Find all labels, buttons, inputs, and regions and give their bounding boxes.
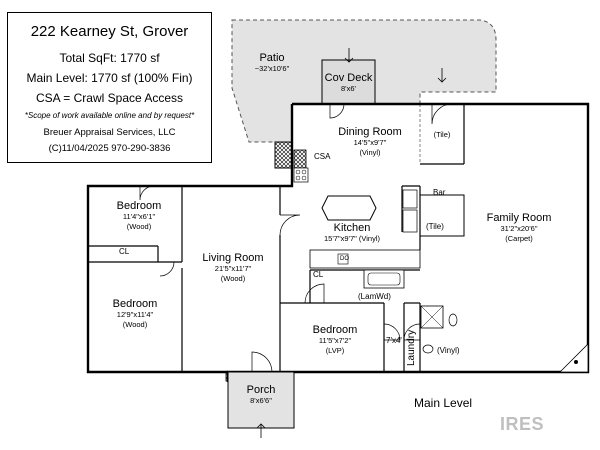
main-level-sqft: Main Level: 1770 sf (100% Fin) (26, 71, 193, 85)
fridge (402, 209, 418, 233)
kitchen-island (321, 195, 377, 221)
do-label: DO (340, 256, 349, 262)
info-box: 222 Kearney St, Grover Total SqFt: 1770 … (7, 12, 212, 163)
stove-burner-1 (295, 169, 301, 175)
room-living-floor: (Wood) (220, 274, 246, 283)
kitchen-counter (309, 249, 421, 269)
date-phone: (C)11/04/2025 970-290-3836 (48, 143, 171, 154)
fireplace (559, 343, 589, 373)
room-porch-name: Porch (246, 384, 276, 396)
company-name: Breuer Appraisal Services, LLC (43, 127, 176, 138)
laundry-dims: 7'x4' (386, 336, 402, 345)
room-tile-top-name: (Tile) (433, 130, 451, 139)
total-sqft: Total SqFt: 1770 sf (59, 51, 160, 65)
bathtub-inner (367, 272, 401, 286)
stove-burner-2 (301, 169, 307, 175)
room-bedroom-2-name: Bedroom (112, 298, 158, 310)
dishwasher (402, 189, 418, 209)
room-bedroom-3: Bedroom 11'5"x7'2" (LVP) (300, 324, 370, 356)
laundry-label: Laundry (406, 329, 417, 366)
fireplace-mark (574, 360, 578, 364)
bar-counter (420, 194, 465, 237)
bath-vinyl-label: (Vinyl) (437, 346, 460, 355)
main-level-label: Main Level (414, 396, 473, 410)
room-dining: Dining Room 14'5"x9'7" (Vinyl) (330, 126, 410, 158)
room-bedroom-3-dims: 11'5"x7'2" (318, 336, 352, 345)
csa-block (293, 149, 307, 169)
stove-burner-3 (295, 175, 301, 181)
room-kitchen-name: Kitchen (333, 222, 371, 234)
bar-label: Bar (433, 188, 446, 197)
room-patio-dims: ~32'x10'6" (254, 64, 290, 73)
scope-note: *Scope of work available online and by r… (24, 111, 195, 120)
room-living-name: Living Room (202, 252, 264, 264)
room-bedroom-2-dims: 12'9"x11'4" (116, 310, 154, 319)
room-bedroom-3-floor: (LVP) (325, 346, 345, 355)
csa-legend: CSA = Crawl Space Access (35, 91, 184, 105)
room-bedroom-1-dims: 11'4"x6'1" (122, 212, 156, 221)
room-family-floor: (Carpet) (505, 234, 533, 243)
closet-label-top: CL (119, 247, 130, 256)
room-family: Family Room 31'2"x20'6" (Carpet) (476, 212, 562, 244)
room-tile-top: (Tile) (424, 130, 460, 140)
room-bedroom-2: Bedroom 12'9"x11'4" (Wood) (100, 298, 170, 330)
room-family-name: Family Room (486, 212, 552, 224)
closet-label-kitchen: CL (313, 270, 324, 279)
room-porch-dims: 8'x6'6" (250, 396, 272, 405)
lamwd-label: (LamWd) (358, 292, 391, 301)
room-porch: Porch 8'x6'6" (232, 384, 290, 406)
room-living-dims: 21'5"x11'7" (214, 264, 252, 273)
stove-burner-4 (301, 175, 307, 181)
bathtub (363, 269, 405, 289)
chimney-block (274, 141, 293, 169)
room-dining-floor: (Vinyl) (359, 148, 381, 157)
room-bedroom-2-floor: (Wood) (122, 320, 148, 329)
cov-deck-outline (321, 59, 376, 105)
room-cov-deck-name: Cov Deck (324, 72, 373, 84)
room-cov-deck: Cov Deck 8'x6' (322, 72, 375, 94)
room-bedroom-1: Bedroom 11'4"x6'1" (Wood) (104, 200, 174, 232)
room-family-dims: 31'2"x20'6" (500, 224, 538, 233)
room-living: Living Room 21'5"x11'7" (Wood) (196, 252, 270, 284)
porch-outline (227, 371, 295, 429)
room-cov-deck-dims: 8'x6' (341, 84, 356, 93)
room-dining-dims: 14'5"x9'7" (353, 138, 387, 147)
room-bedroom-3-name: Bedroom (312, 324, 358, 336)
dryer-box (337, 253, 349, 265)
room-kitchen: Kitchen 15'7"x9'7" (Vinyl) (310, 222, 394, 244)
room-bedroom-1-floor: (Wood) (126, 222, 152, 231)
stove (293, 167, 309, 183)
tile-bar-label: (Tile) (426, 222, 444, 231)
door-swings (139, 103, 453, 373)
room-dining-name: Dining Room (338, 126, 402, 138)
room-kitchen-dims: 15'7"x9'7" (Vinyl) (324, 234, 380, 243)
toilet-1 (448, 313, 458, 327)
ires-watermark: IRES (500, 414, 545, 434)
room-patio: Patio ~32'x10'6" (246, 52, 298, 74)
entry-arrows (256, 48, 447, 438)
csa-label: CSA (314, 152, 331, 161)
address-title: 222 Kearney St, Grover (30, 23, 189, 40)
toilet-2 (422, 344, 434, 354)
shower-diag-2 (420, 305, 444, 329)
room-patio-name: Patio (259, 52, 285, 64)
room-bedroom-1-name: Bedroom (116, 200, 162, 212)
